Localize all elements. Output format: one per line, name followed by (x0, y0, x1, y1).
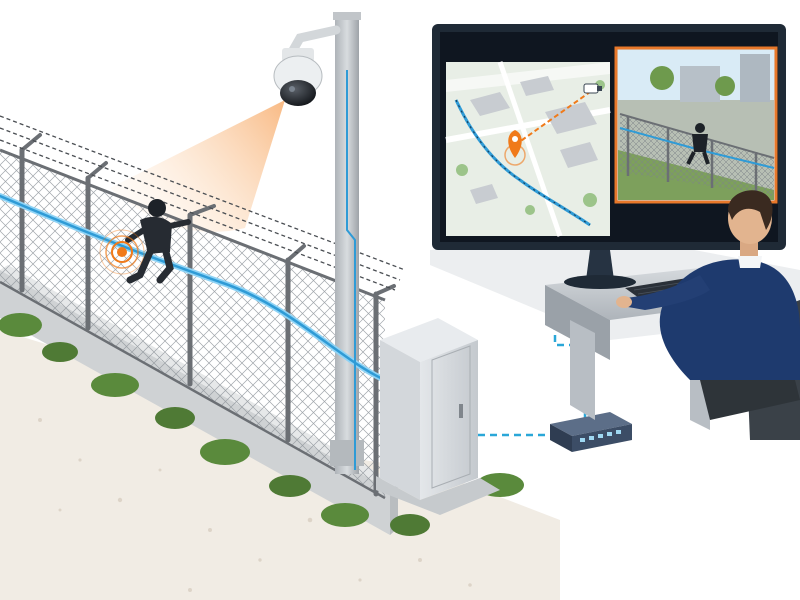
barbed-wire (0, 115, 406, 291)
fiber-sensor-cable (0, 70, 398, 473)
operator-icon (616, 190, 800, 380)
video-feed-icon (614, 46, 778, 204)
monitor (432, 24, 786, 289)
vegetation (0, 313, 524, 536)
shrub (0, 313, 524, 536)
network-switch-icon (550, 412, 632, 452)
feed-intruder-icon (686, 123, 710, 165)
map-camera-marker (583, 83, 602, 94)
map-alert-pin (504, 130, 526, 166)
cabinet-icon (376, 318, 500, 515)
map-icon (445, 61, 611, 237)
dome-camera-icon (273, 25, 341, 106)
alert-ripple-icon (99, 229, 145, 275)
intruder-icon (125, 199, 191, 284)
